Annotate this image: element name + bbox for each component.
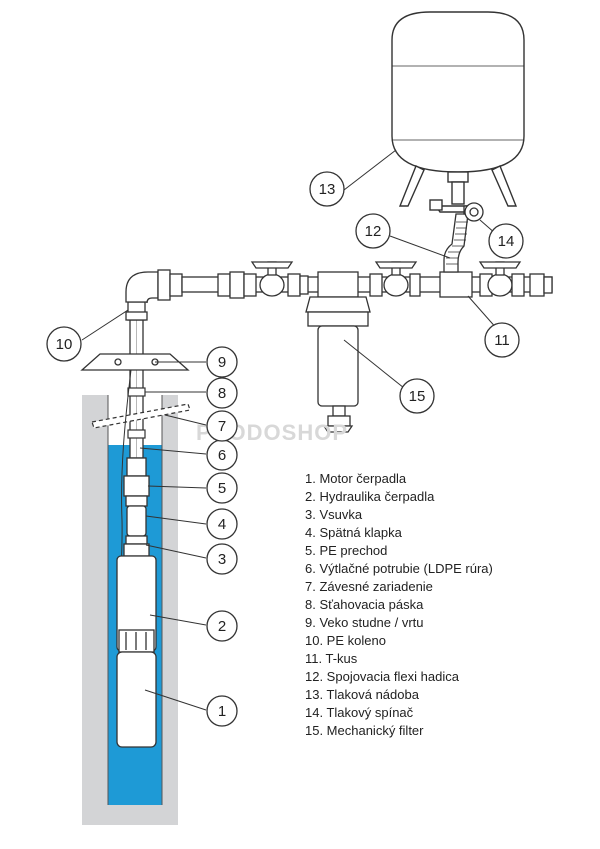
legend-item: 1. Motor čerpadla xyxy=(305,471,407,486)
legend-item: 11. T-kus xyxy=(305,651,358,666)
callout-7: 7 xyxy=(206,410,238,442)
callout-13: 13 xyxy=(309,171,345,207)
pressure-gauge xyxy=(463,202,484,222)
callout-1: 1 xyxy=(206,695,238,727)
callout-leaders xyxy=(81,149,499,711)
svg-text:14: 14 xyxy=(498,233,515,250)
legend-item: 5. PE prechod xyxy=(305,543,388,558)
svg-text:6: 6 xyxy=(218,447,226,464)
callout-3: 3 xyxy=(206,543,238,575)
mechanical-filter xyxy=(305,296,371,433)
svg-text:11: 11 xyxy=(494,332,510,349)
svg-text:7: 7 xyxy=(218,418,226,435)
svg-text:3: 3 xyxy=(218,551,226,568)
callout-15: 15 xyxy=(399,378,435,414)
callout-11: 11 xyxy=(484,322,520,358)
legend-item: 9. Veko studne / vrtu xyxy=(305,615,424,630)
legend-item: 15. Mechanický filter xyxy=(305,723,424,738)
callout-9: 9 xyxy=(206,346,238,378)
svg-text:2: 2 xyxy=(218,618,226,635)
legend-item: 3. Vsuvka xyxy=(305,507,363,522)
legend-item: 13. Tlaková nádoba xyxy=(305,687,419,702)
svg-text:15: 15 xyxy=(409,388,426,405)
callout-6: 6 xyxy=(206,439,238,471)
svg-text:9: 9 xyxy=(218,354,226,371)
svg-text:5: 5 xyxy=(218,480,226,497)
legend-item: 2. Hydraulika čerpadla xyxy=(305,489,435,504)
legend-item: 7. Závesné zariadenie xyxy=(305,579,433,594)
svg-text:1: 1 xyxy=(218,703,226,720)
pump-assembly xyxy=(116,457,157,748)
legend-item: 4. Spätná klapka xyxy=(305,525,402,540)
svg-text:13: 13 xyxy=(319,181,336,198)
callout-2: 2 xyxy=(206,610,238,642)
legend-item: 14. Tlakový spínač xyxy=(305,705,414,720)
callout-5: 5 xyxy=(206,472,238,504)
svg-text:12: 12 xyxy=(365,223,382,240)
pressure-vessel xyxy=(391,11,525,213)
callout-14: 14 xyxy=(488,223,524,259)
svg-text:10: 10 xyxy=(56,336,73,353)
legend-item: 12. Spojovacia flexi hadica xyxy=(305,669,459,684)
legend-item: 8. Sťahovacia páska xyxy=(305,597,424,612)
callout-12: 12 xyxy=(355,213,391,249)
legend-item: 6. Výtlačné potrubie (LDPE rúra) xyxy=(305,561,493,576)
svg-text:8: 8 xyxy=(218,385,226,402)
callout-4: 4 xyxy=(206,508,238,540)
surface-piping xyxy=(125,261,553,321)
svg-text:4: 4 xyxy=(218,516,226,533)
flexi-hose xyxy=(443,213,469,273)
parts-legend: 1. Motor čerpadla 2. Hydraulika čerpadla… xyxy=(305,470,493,740)
callout-8: 8 xyxy=(206,377,238,409)
callout-10: 10 xyxy=(46,326,82,362)
legend-item: 10. PE koleno xyxy=(305,633,386,648)
